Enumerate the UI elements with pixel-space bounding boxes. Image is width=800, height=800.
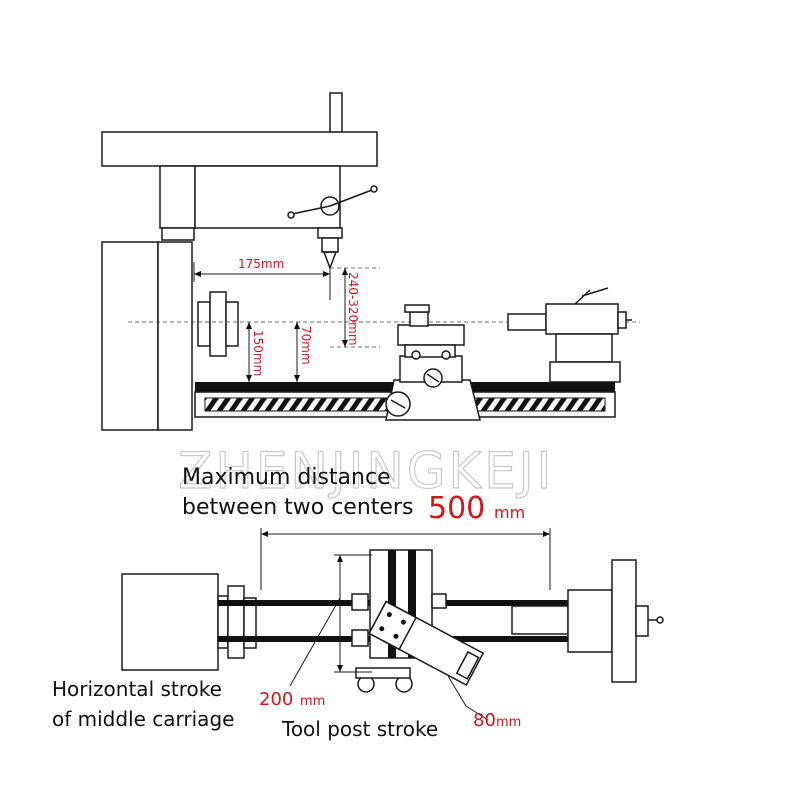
middle-carriage-caption-line1: Horizontal stroke [52, 677, 222, 701]
tool-post-value: 80 [473, 710, 496, 731]
tool-post-unit: mm [496, 715, 521, 730]
middle-carriage-unit: mm [300, 694, 325, 709]
centers-caption-line1: Maximum distance [182, 465, 391, 490]
centers-caption-line2: between two centers [182, 495, 413, 520]
tool-post-caption: Tool post stroke [281, 717, 438, 741]
dim-175 [193, 262, 331, 300]
dim-240-320-label: 240-320mm [346, 272, 360, 346]
headstock-chuck [197, 291, 239, 357]
dim-70-label: 70mm [299, 326, 313, 365]
plan-tailstock [511, 559, 664, 683]
dim-70 [294, 322, 300, 382]
dim-175-label: 175mm [238, 257, 284, 271]
watermark-text: ZHENJINGKEJI [178, 442, 554, 500]
mill-head [101, 92, 378, 271]
dim-150-label: 150mm [251, 330, 265, 376]
dim-500 [260, 528, 551, 590]
plan-carriage [351, 549, 485, 693]
centers-value: 500 [428, 491, 485, 526]
carriage-tool-post [385, 304, 481, 421]
tailstock [507, 287, 632, 383]
dim-150 [246, 322, 252, 382]
machine-column [101, 241, 193, 431]
middle-carriage-value: 200 [259, 689, 293, 710]
dim-200 [289, 554, 372, 687]
dim-240-320 [330, 267, 380, 348]
middle-carriage-caption-line2: of middle carriage [52, 707, 234, 731]
plan-headstock [121, 573, 257, 671]
centers-unit: mm [494, 503, 525, 522]
dim-80 [447, 675, 489, 721]
